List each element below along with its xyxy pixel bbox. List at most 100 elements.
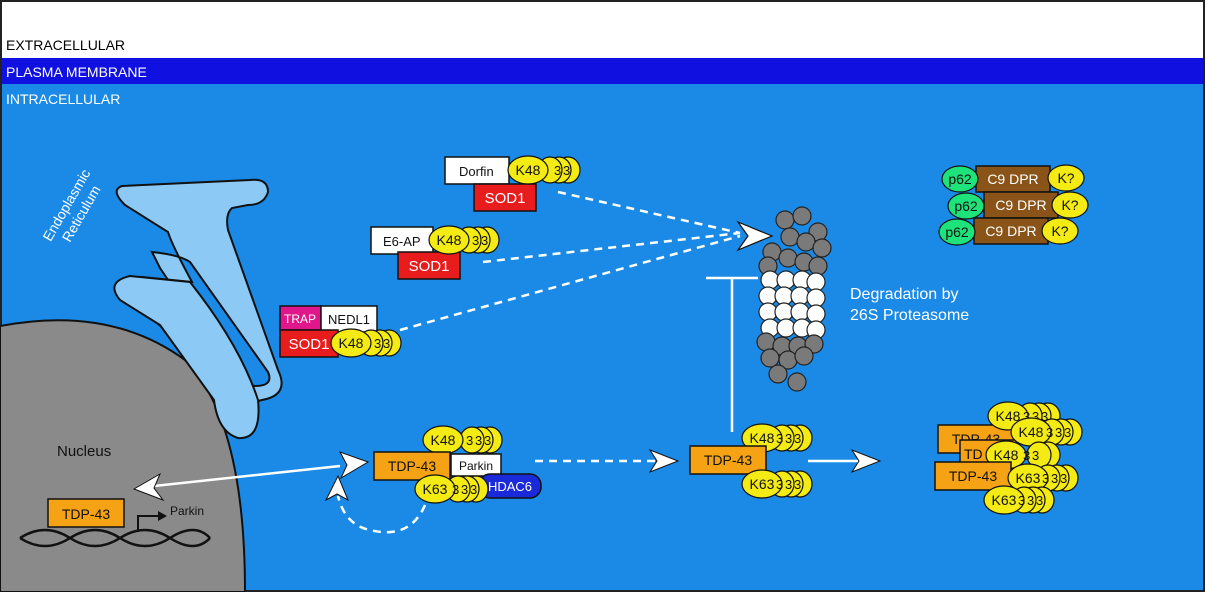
ubiquitin-icon [428,225,470,255]
svg-text:TD: TD [964,446,983,462]
nuclear-tdp43-box [47,498,125,528]
inhibition-line [706,276,758,432]
svg-text:3: 3 [461,482,468,497]
svg-text:C9 DPR: C9 DPR [985,223,1036,239]
svg-text:3: 3 [1060,471,1067,486]
proteasome-entry-arrowhead-icon [736,220,774,252]
svg-text:K63: K63 [750,476,775,492]
er-lower-lobe [113,274,260,440]
dorfin-to-proteasome-arrow [557,190,741,235]
svg-text:3: 3 [776,477,783,492]
svg-text:3: 3 [1036,493,1043,508]
svg-text:K48: K48 [1019,424,1044,440]
tdp43-box [689,445,767,475]
dorfin-sod1-box [473,183,537,212]
ubiquitin-icon [507,155,549,185]
ubiquitin-icon [414,474,456,504]
svg-text:3: 3 [563,163,570,178]
arrowhead-icon [648,448,680,474]
svg-text:3: 3 [1055,425,1062,440]
svg-text:K63: K63 [1016,470,1041,486]
svg-text:3: 3 [1023,448,1030,463]
proteasome-label-line1: Degradation by [850,286,959,303]
svg-text:K48: K48 [431,432,456,448]
svg-text:SOD1: SOD1 [485,190,526,207]
svg-text:3: 3 [776,431,783,446]
svg-text:K?: K? [1057,170,1074,186]
svg-text:3: 3 [1051,471,1058,486]
degradation-arrows [399,190,741,332]
ubiquitin-icon [983,485,1025,515]
e6ap-sod1-box [397,251,461,280]
svg-text:3: 3 [383,336,390,351]
nuclear-export-arrow [144,464,341,489]
svg-text:3: 3 [1042,471,1049,486]
svg-text:3: 3 [1023,409,1030,424]
svg-text:3: 3 [470,482,477,497]
transcription-arrow-icon [137,515,160,532]
arrowhead-icon [338,451,370,480]
svg-text:Dorfin: Dorfin [459,164,494,179]
svg-text:3: 3 [554,163,561,178]
nedl1-to-proteasome-arrow [399,234,741,332]
svg-text:C9 DPR: C9 DPR [995,197,1046,213]
svg-text:K?: K? [1061,197,1078,213]
svg-text:TDP-43: TDP-43 [949,468,997,484]
svg-text:3: 3 [374,336,381,351]
svg-text:K48: K48 [750,430,775,446]
arrowhead-icon [850,448,882,474]
tdp43-parkin-complex: K48 3 3 3 TDP-43 Parkin HDAC6 K63 3 3 3 [373,425,542,504]
nuclear-tdp43-label: TDP-43 [62,506,110,522]
svg-text:3: 3 [1018,493,1025,508]
svg-text:3: 3 [785,477,792,492]
tdp43-aggregates: TDP-43 K48 3 3 3 TD K48 3 3 3 K48 3 3 TD… [934,401,1083,515]
svg-text:3: 3 [1027,493,1034,508]
svg-text:HDAC6: HDAC6 [488,479,532,494]
svg-text:E6-AP: E6-AP [383,234,421,249]
membrane-label: PLASMA MEMBRANE [6,64,147,80]
nedl1-complex: TRAP NEDL1 SOD1 K48 3 3 [279,305,402,358]
svg-text:K?: K? [1051,223,1068,239]
nedl1-sod1-box [279,329,339,358]
p62-icon [947,192,985,220]
e6ap-complex: E6-AP SOD1 K48 3 3 [370,225,500,280]
svg-text:3: 3 [1032,448,1039,463]
arrowhead-icon [132,472,165,502]
svg-text:TDP-43: TDP-43 [704,452,752,468]
svg-text:K48: K48 [996,408,1021,424]
svg-text:NEDL1: NEDL1 [328,312,370,327]
svg-text:TDP-43: TDP-43 [388,458,436,474]
svg-text:K48: K48 [339,335,364,351]
intracellular-label: INTRACELLULAR [6,91,120,107]
svg-text:p62: p62 [954,198,978,214]
p62-c9dpr-row: C9 DPR p62 K? [938,217,1079,246]
feedback-arrow [336,495,427,534]
ubiquitin-icon [1051,191,1089,219]
svg-text:3: 3 [785,431,792,446]
svg-text:K48: K48 [994,447,1019,463]
ubiquitin-icon [1041,217,1079,245]
e6ap-box [370,226,434,255]
svg-text:3: 3 [466,433,473,448]
svg-text:3: 3 [1046,425,1053,440]
p62-c9dpr-row: C9 DPR p62 K? [947,191,1089,220]
p62-icon [938,218,976,246]
plasma-membrane [0,58,1205,84]
p62-icon [941,165,979,193]
svg-text:3: 3 [452,482,459,497]
arrowhead-icon [324,474,350,502]
svg-text:K63: K63 [992,492,1017,508]
svg-text:p62: p62 [948,171,972,187]
p62-c9dpr-stack: C9 DPR p62 K? C9 DPR p62 K? C9 DPR p62 K… [938,164,1089,246]
parkin-gene-label: Parkin [170,504,204,518]
svg-text:K48: K48 [437,232,462,248]
tdp43-box [934,461,1012,491]
svg-text:3: 3 [481,233,488,248]
ubiquitin-icon [741,469,783,499]
nucleus-label: Nucleus [57,443,111,460]
svg-text:3: 3 [1041,409,1048,424]
svg-text:3: 3 [475,433,482,448]
proteasome-label-line2: 26S Proteasome [850,307,969,324]
